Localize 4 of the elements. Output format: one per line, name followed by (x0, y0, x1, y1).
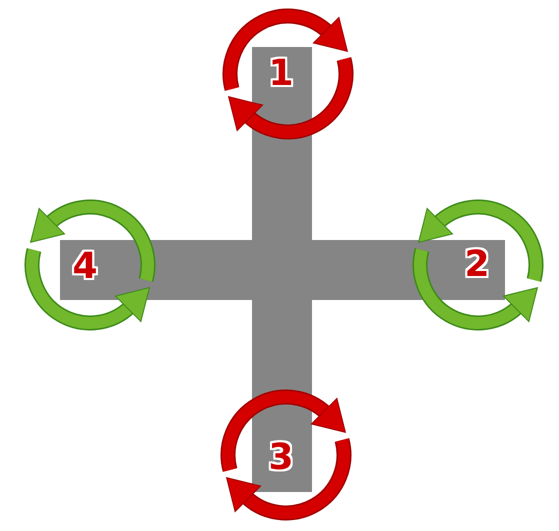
rotor-number: 2 (463, 243, 491, 287)
rotor-number: 3 (267, 436, 295, 480)
rotor-number: 1 (267, 52, 295, 96)
rotor-number: 4 (71, 245, 99, 289)
